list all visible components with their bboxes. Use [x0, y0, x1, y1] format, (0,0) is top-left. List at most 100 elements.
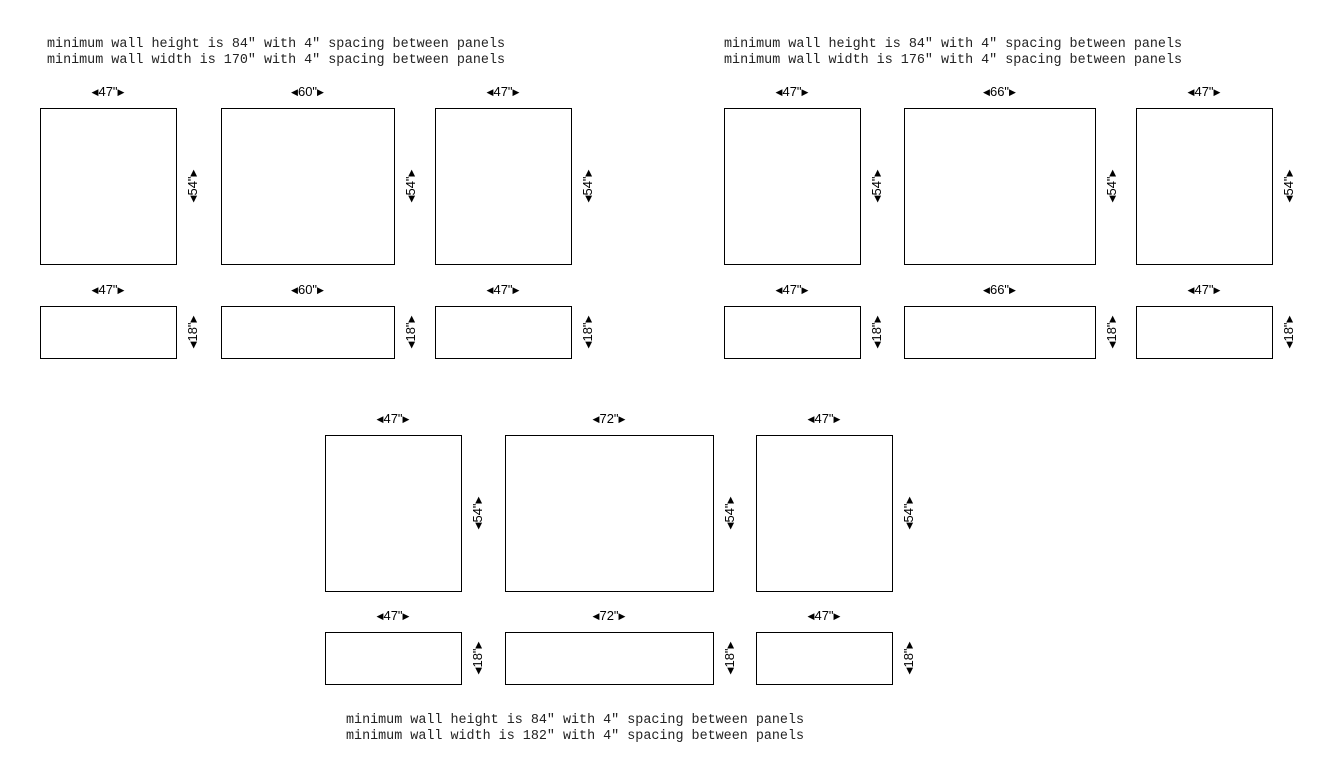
height-dimension-label: ◀18"▶: [1281, 315, 1296, 349]
height-dimension-label: ◀54"▶: [1104, 169, 1119, 203]
arrow-down-icon: ◀: [1107, 341, 1117, 349]
arrow-right-icon: ▶: [801, 87, 809, 97]
width-value: 47": [814, 608, 834, 623]
arrow-down-icon: ◀: [583, 195, 593, 203]
lower-panel: [505, 632, 714, 685]
lower-panel: [40, 306, 177, 359]
height-value: 54": [403, 176, 418, 196]
wall-requirements-note: minimum wall height is 84" with 4" spaci…: [346, 713, 804, 745]
height-value: 54": [185, 176, 200, 196]
width-value: 47": [383, 411, 403, 426]
lower-panel: [724, 306, 861, 359]
wall-requirements-note: minimum wall height is 84" with 4" spaci…: [724, 37, 1182, 69]
height-dimension-label: ◀18"▶: [722, 641, 737, 675]
width-dimension-label: ◀66"▶: [983, 85, 1016, 99]
height-dimension-label: ◀18"▶: [869, 315, 884, 349]
width-value: 47": [1194, 282, 1214, 297]
arrow-left-icon: ◀: [376, 414, 384, 424]
arrow-down-icon: ◀: [1107, 195, 1117, 203]
width-dimension-label: ◀47"▶: [1188, 85, 1221, 99]
height-value: 54": [580, 176, 595, 196]
arrow-left-icon: ◀: [592, 611, 600, 621]
arrow-down-icon: ◀: [406, 341, 416, 349]
arrow-up-icon: ▶: [1284, 315, 1294, 323]
height-dimension-label: ◀54"▶: [185, 169, 200, 203]
width-dimension-label: ◀47"▶: [377, 412, 410, 426]
width-value: 47": [98, 84, 118, 99]
arrow-left-icon: ◀: [486, 87, 494, 97]
arrow-left-icon: ◀: [775, 87, 783, 97]
arrow-right-icon: ▶: [117, 285, 125, 295]
width-dimension-label: ◀47"▶: [487, 283, 520, 297]
arrow-down-icon: ◀: [473, 667, 483, 675]
arrow-up-icon: ▶: [872, 315, 882, 323]
lower-panel: [1136, 306, 1273, 359]
height-dimension-label: ◀18"▶: [1104, 316, 1119, 349]
arrow-down-icon: ◀: [188, 341, 198, 349]
width-dimension-label: ◀47"▶: [377, 609, 410, 623]
upper-panel: [724, 108, 861, 265]
min-width-note: minimum wall width is 176" with 4" spaci…: [724, 53, 1183, 68]
arrow-up-icon: ▶: [406, 315, 416, 323]
width-value: 47": [782, 84, 802, 99]
upper-panel: [221, 108, 395, 265]
height-dimension-label: ◀18"▶: [901, 642, 916, 675]
arrow-up-icon: ▶: [725, 641, 735, 649]
width-value: 47": [814, 411, 834, 426]
arrow-up-icon: ▶: [1107, 169, 1117, 177]
arrow-up-icon: ▶: [406, 169, 416, 177]
width-value: 47": [98, 282, 118, 297]
arrow-up-icon: ▶: [188, 169, 198, 177]
arrow-down-icon: ◀: [188, 195, 198, 203]
upper-panel: [325, 435, 462, 592]
arrow-right-icon: ▶: [618, 611, 626, 621]
arrow-right-icon: ▶: [1213, 87, 1221, 97]
width-dimension-label: ◀72"▶: [593, 609, 626, 623]
height-value: 18": [580, 322, 595, 342]
height-value: 18": [1281, 322, 1296, 342]
arrow-left-icon: ◀: [1187, 87, 1195, 97]
arrow-right-icon: ▶: [618, 414, 626, 424]
min-height-note: minimum wall height is 84" with 4" spaci…: [47, 37, 506, 52]
upper-panel: [505, 435, 714, 592]
width-dimension-label: ◀47"▶: [776, 283, 809, 297]
arrow-down-icon: ◀: [725, 522, 735, 530]
width-dimension-label: ◀60"▶: [291, 283, 324, 297]
min-width-note: minimum wall width is 182" with 4" spaci…: [346, 729, 805, 744]
width-dimension-label: ◀47"▶: [808, 609, 841, 623]
height-dimension-label: ◀54"▶: [580, 170, 595, 203]
arrow-left-icon: ◀: [983, 87, 990, 97]
arrow-left-icon: ◀: [807, 414, 815, 424]
arrow-left-icon: ◀: [91, 87, 99, 97]
width-dimension-label: ◀47"▶: [487, 85, 520, 99]
arrow-left-icon: ◀: [291, 87, 298, 97]
upper-panel: [435, 108, 572, 265]
arrow-up-icon: ▶: [583, 315, 593, 323]
width-value: 66": [989, 282, 1010, 297]
width-dimension-label: ◀47"▶: [92, 85, 125, 99]
width-dimension-label: ◀66"▶: [983, 283, 1016, 297]
arrow-left-icon: ◀: [775, 285, 783, 295]
min-width-note: minimum wall width is 170" with 4" spaci…: [47, 53, 506, 68]
height-value: 54": [1281, 176, 1296, 196]
width-value: 47": [1194, 84, 1214, 99]
arrow-left-icon: ◀: [291, 285, 298, 295]
arrow-right-icon: ▶: [402, 611, 410, 621]
arrow-down-icon: ◀: [872, 341, 882, 349]
height-value: 54": [901, 503, 916, 523]
arrow-down-icon: ◀: [583, 341, 593, 349]
width-dimension-label: ◀47"▶: [1188, 283, 1221, 297]
arrow-down-icon: ◀: [1284, 195, 1294, 203]
arrow-right-icon: ▶: [117, 87, 125, 97]
arrow-down-icon: ◀: [1284, 341, 1294, 349]
arrow-left-icon: ◀: [983, 285, 990, 295]
arrow-right-icon: ▶: [1009, 87, 1016, 97]
arrow-right-icon: ▶: [801, 285, 809, 295]
height-dimension-label: ◀54"▶: [869, 170, 884, 203]
width-dimension-label: ◀60"▶: [291, 85, 324, 99]
arrow-down-icon: ◀: [406, 195, 416, 203]
width-value: 47": [383, 608, 403, 623]
height-value: 18": [1104, 322, 1119, 342]
height-value: 18": [403, 322, 418, 342]
upper-panel: [1136, 108, 1273, 265]
